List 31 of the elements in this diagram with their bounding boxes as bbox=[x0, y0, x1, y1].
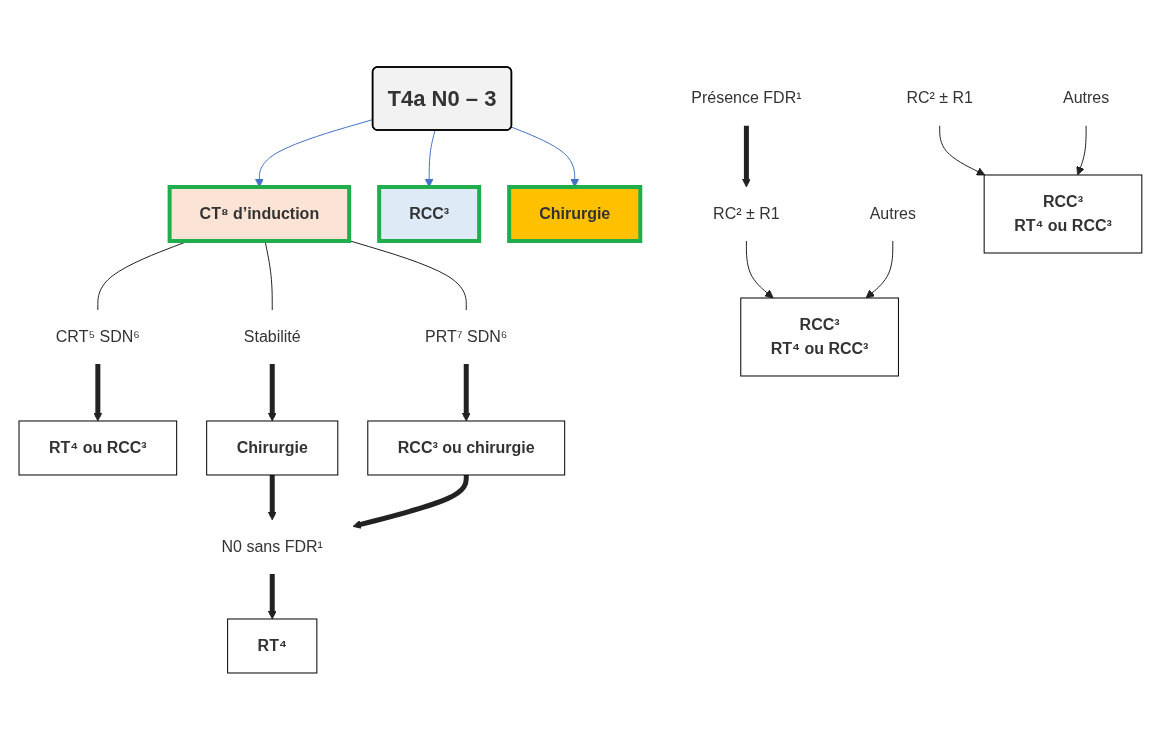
node-text: Stabilité bbox=[243, 327, 301, 345]
arrow bbox=[1075, 125, 1087, 176]
node-box: Chirurgie bbox=[205, 420, 338, 476]
arrow bbox=[938, 125, 985, 176]
arrow bbox=[745, 240, 774, 299]
node-box: RT⁴ ou RCC³ bbox=[18, 420, 177, 476]
arrow bbox=[424, 130, 436, 188]
arrow bbox=[93, 364, 102, 422]
node-text: RC² ± R1 bbox=[905, 89, 973, 107]
node-text: Autres bbox=[1062, 89, 1109, 107]
node-text: Présence FDR¹ bbox=[690, 89, 802, 107]
arrow bbox=[267, 475, 277, 521]
node-box: RCC³ ou chirurgie bbox=[366, 420, 565, 476]
arrow bbox=[510, 126, 579, 188]
node-box: CT⁸ d’induction bbox=[167, 185, 351, 243]
node-box: RCC³ RT⁴ ou RCC³ bbox=[983, 174, 1142, 254]
node-text: RC² ± R1 bbox=[712, 205, 780, 222]
node-box: RT⁴ bbox=[226, 618, 317, 674]
arrow bbox=[461, 364, 471, 422]
node-text: N0 sans FDR¹ bbox=[221, 537, 323, 555]
arrow bbox=[865, 240, 893, 299]
node-box: RCC³ RT⁴ ou RCC³ bbox=[739, 297, 899, 377]
node-text: Autres bbox=[869, 205, 916, 222]
arrow bbox=[741, 125, 751, 188]
node-text: CRT⁵ SDN⁶ bbox=[55, 327, 140, 345]
arrow bbox=[267, 364, 277, 422]
node-box: RCC³ bbox=[376, 185, 481, 243]
connector bbox=[348, 240, 467, 311]
node-text: PRT⁷ SDN⁶ bbox=[424, 327, 507, 345]
node-box: Chirurgie bbox=[506, 185, 642, 243]
arrow bbox=[267, 574, 277, 620]
